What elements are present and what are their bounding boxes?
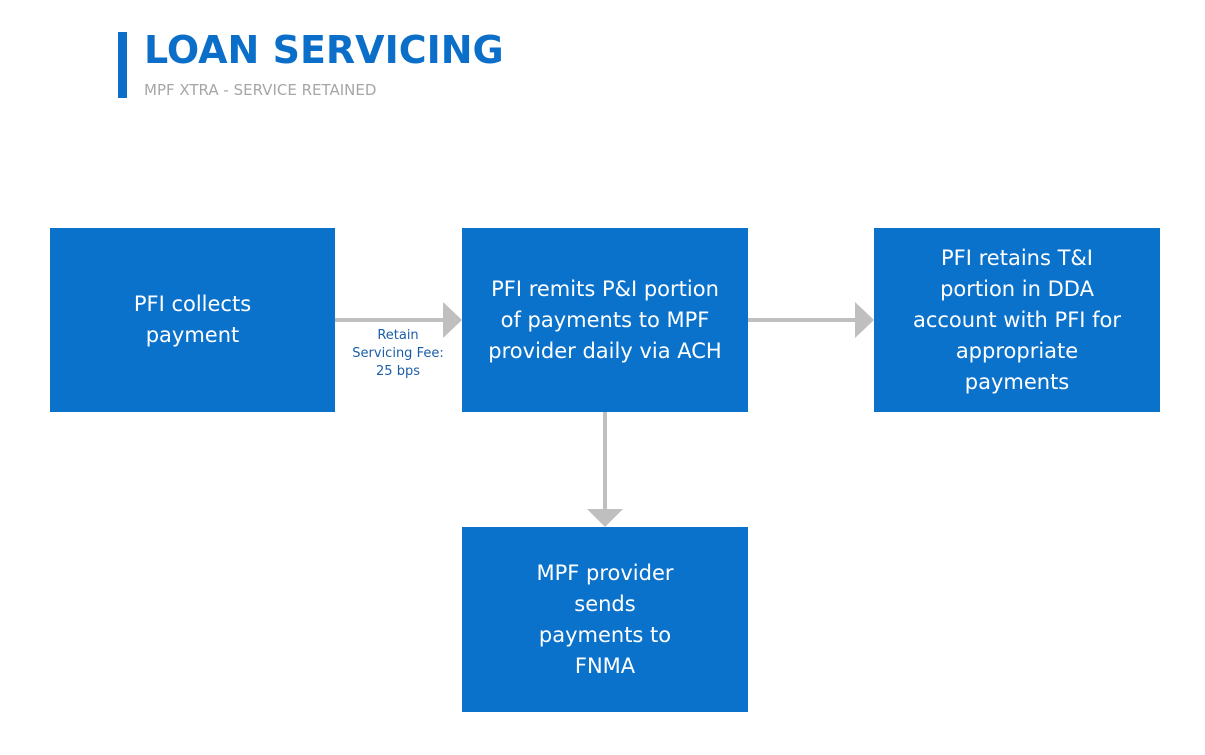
node-pfi-collects-payment: PFI collects payment [50, 228, 335, 412]
node-label: PFI retains T&I portion in DDA account w… [912, 245, 1122, 394]
title-accent-bar [118, 32, 127, 98]
node-mpf-provider-sends: MPF provider sends payments to FNMA [462, 527, 748, 712]
edge-label-servicing-fee: Retain Servicing Fee: 25 bps [352, 328, 444, 379]
arrowhead-remit-to-retain [855, 302, 874, 338]
node-pfi-retains-ti: PFI retains T&I portion in DDA account w… [874, 228, 1160, 412]
arrowhead-remit-to-send [587, 509, 623, 527]
node-label: PFI collects payment [133, 292, 252, 347]
node-label: MPF provider sends payments to FNMA [536, 560, 674, 678]
arrowhead-collect-to-remit [443, 302, 462, 338]
page-subtitle: MPF XTRA - SERVICE RETAINED [144, 81, 377, 99]
node-label: PFI remits P&I portion of payments to MP… [488, 276, 722, 363]
page-title: LOAN SERVICING [144, 28, 504, 72]
node-pfi-remits-pi: PFI remits P&I portion of payments to MP… [462, 228, 748, 412]
